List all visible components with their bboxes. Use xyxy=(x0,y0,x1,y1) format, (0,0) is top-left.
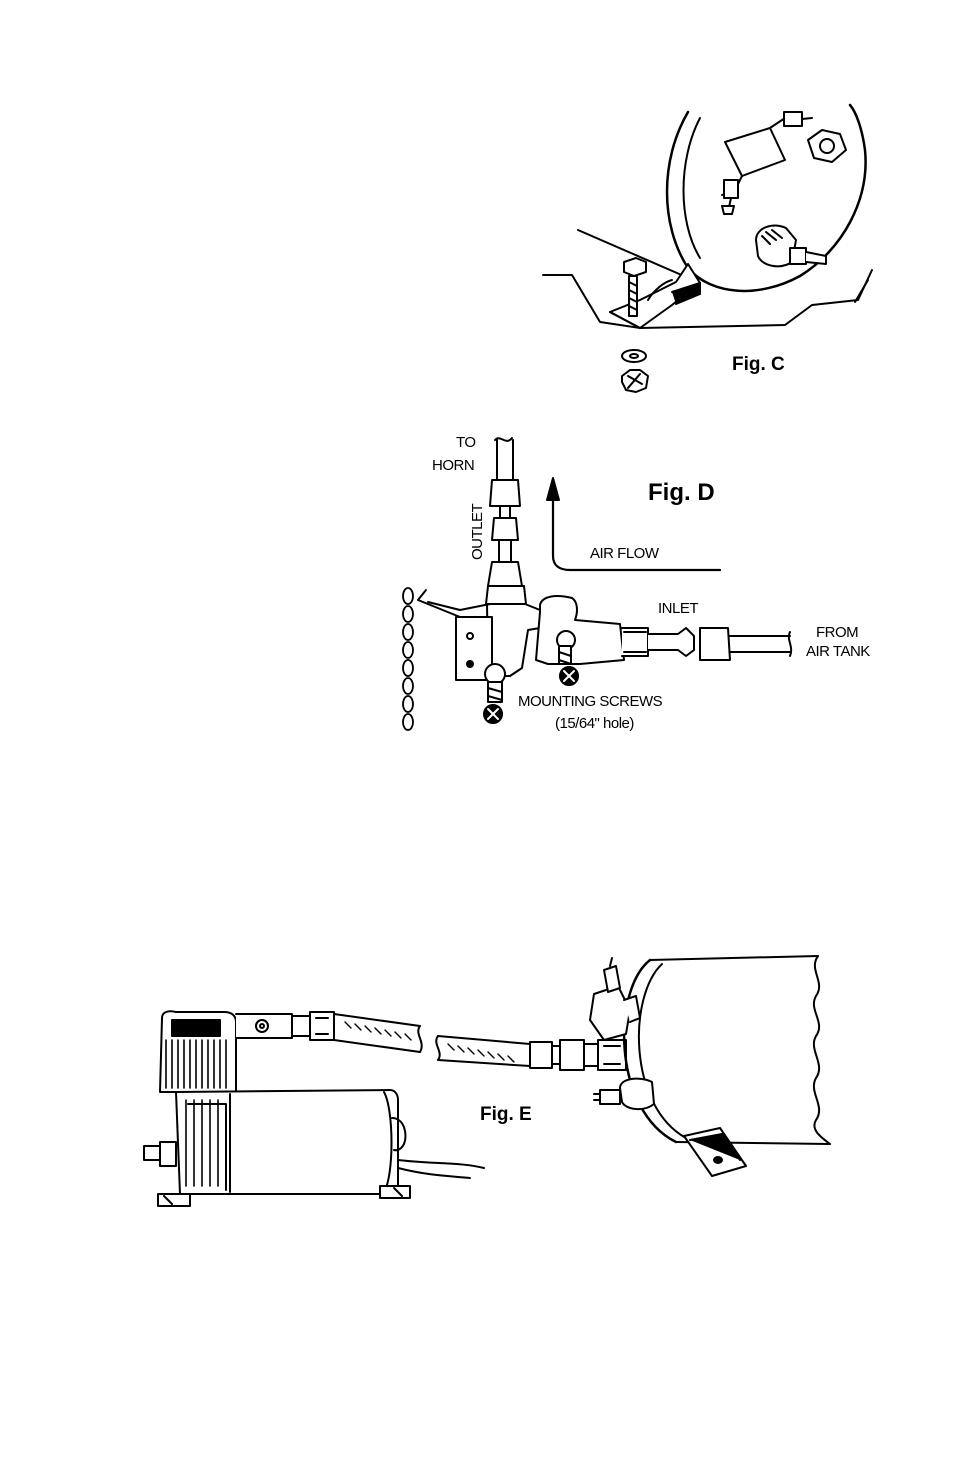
label-inlet: INLET xyxy=(658,600,698,617)
air-tank xyxy=(624,956,830,1144)
pressure-switch xyxy=(722,112,812,214)
label-horn: HORN xyxy=(432,457,474,474)
tank-pressure-switch xyxy=(590,958,640,1040)
fig-d-title: Fig. D xyxy=(648,479,715,506)
braided-hose-2 xyxy=(436,1036,530,1066)
fig-c-diagram xyxy=(543,105,872,392)
fig-e-title: Fig. E xyxy=(480,1104,532,1125)
hex-nut xyxy=(808,130,846,162)
label-hole-size: (15/64" hole) xyxy=(555,715,634,732)
label-mounting-screws: MOUNTING SCREWS xyxy=(518,693,663,710)
tank-drain-fitting xyxy=(594,1079,654,1109)
drain-valve xyxy=(756,226,826,267)
tank-bracket xyxy=(684,1128,746,1176)
compressor-hose-fitting xyxy=(292,1012,334,1040)
tank-hose-fittings xyxy=(530,1040,626,1070)
valve-body xyxy=(418,590,624,680)
label-from: FROM xyxy=(816,624,858,641)
mounting-screw-left xyxy=(484,664,505,723)
chain xyxy=(403,588,413,730)
label-air-tank: AIR TANK xyxy=(806,643,870,660)
fig-c-title: Fig. C xyxy=(732,354,785,375)
label-outlet: OUTLET xyxy=(469,503,486,560)
braided-hose-1 xyxy=(334,1014,422,1052)
outlet-pipe xyxy=(486,438,526,604)
compressor-motor xyxy=(144,1090,484,1206)
fig-d-diagram xyxy=(403,438,791,730)
fig-e-diagram xyxy=(144,956,830,1206)
inlet-pipe xyxy=(622,628,791,660)
label-to: TO xyxy=(456,434,476,451)
label-air-flow: AIR FLOW xyxy=(590,545,660,562)
compressor-head xyxy=(160,1011,292,1092)
mounting-bracket xyxy=(610,264,700,328)
